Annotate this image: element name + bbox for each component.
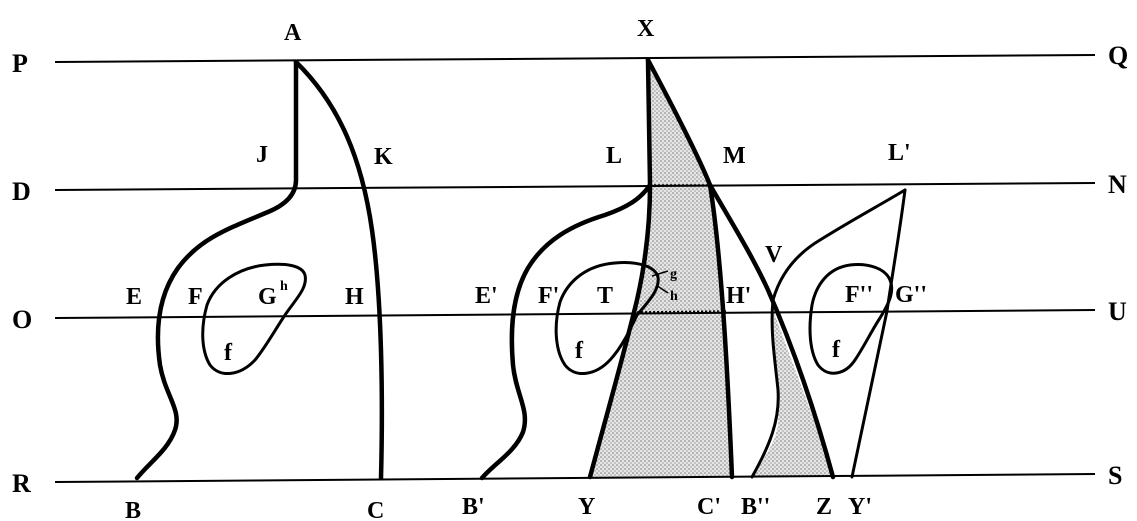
- label-P: P: [12, 49, 28, 78]
- line-DN: [54, 182, 1096, 191]
- label-Q: Q: [1108, 41, 1128, 70]
- label-G-dprime: G'': [895, 282, 927, 308]
- label-U: U: [1108, 297, 1127, 326]
- tick-h: [655, 284, 669, 294]
- label-C-prime: C': [697, 494, 721, 520]
- label-Z: Z: [816, 494, 832, 520]
- label-V: V: [765, 242, 783, 268]
- tick-g: [651, 270, 669, 277]
- curve-L-E-B-prime: [479, 182, 653, 481]
- label-N: N: [1108, 170, 1127, 199]
- curve-X-Y: [587, 57, 653, 480]
- label-G-sup-h: h: [280, 279, 288, 294]
- shaded-region-main: [590, 60, 732, 477]
- label-Y-prime: Y': [848, 494, 872, 520]
- label-M: M: [723, 143, 746, 169]
- label-C: C: [367, 498, 384, 521]
- label-L-prime: L': [888, 140, 911, 166]
- line-RS: [54, 473, 1096, 483]
- label-E-prime: E': [475, 283, 498, 309]
- label-B-prime: B': [462, 494, 485, 520]
- label-K: K: [374, 144, 393, 170]
- label-H-prime: H': [726, 283, 751, 309]
- label-L: L: [606, 143, 622, 169]
- label-F-dprime: F'': [845, 282, 873, 308]
- line-PQ: [54, 54, 1096, 63]
- label-O: O: [12, 305, 32, 334]
- loop-f-right: [808, 263, 894, 375]
- label-f-right: f: [832, 337, 841, 363]
- label-Y: Y: [578, 494, 595, 520]
- shaded-region-right: [752, 310, 833, 477]
- curve-A-K-C: [293, 59, 385, 481]
- label-R: R: [12, 469, 31, 498]
- label-A: A: [284, 20, 302, 46]
- label-g: g: [670, 267, 677, 282]
- label-B: B: [125, 498, 141, 521]
- label-T: T: [597, 283, 613, 309]
- label-f-middle: f: [575, 338, 584, 364]
- label-E: E: [126, 284, 142, 310]
- curve-A-J-E-B: [134, 59, 299, 481]
- label-B-dprime: B'': [741, 494, 770, 520]
- label-h: h: [670, 289, 678, 304]
- label-S: S: [1108, 461, 1122, 490]
- curve-L-prime-to-Bpp: [750, 188, 907, 479]
- label-D: D: [12, 177, 31, 206]
- shade-mid-edge: [636, 310, 727, 313]
- label-G: G: [258, 284, 277, 310]
- curve-L-prime-to-G-dprime: [850, 188, 907, 479]
- label-H: H: [345, 284, 364, 310]
- loop-f-middle: [554, 261, 660, 375]
- line-OU: [54, 309, 1096, 319]
- label-J: J: [256, 142, 268, 168]
- label-X: X: [637, 16, 655, 42]
- curve-X-M-C-prime: [645, 57, 735, 480]
- label-f-left: f: [224, 340, 233, 366]
- loop-f-left: [201, 262, 307, 375]
- label-F: F: [188, 284, 203, 310]
- label-F-prime: F': [538, 283, 559, 309]
